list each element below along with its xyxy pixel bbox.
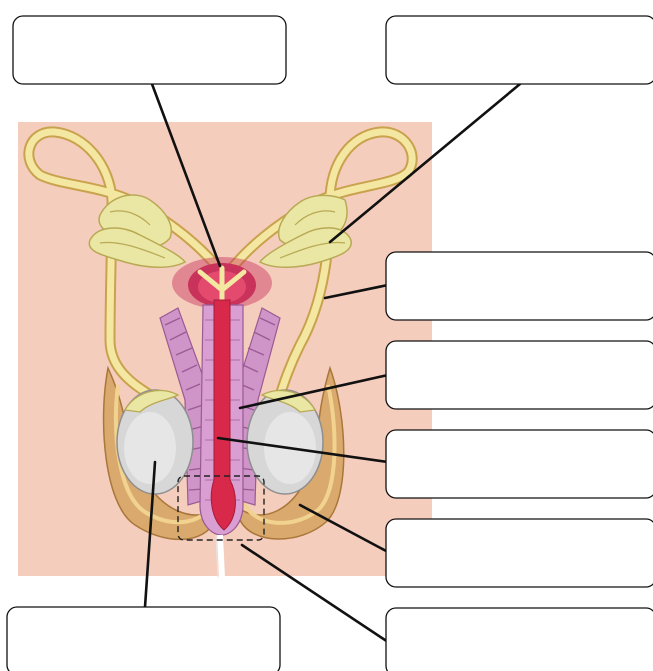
label-box-right-3[interactable] [386, 430, 653, 498]
label-box-right-4[interactable] [386, 519, 653, 587]
label-box-top-left[interactable] [13, 16, 286, 84]
label-box-bottom-right[interactable] [386, 608, 653, 671]
testis-right [247, 390, 323, 494]
label-box-bottom-left[interactable] [7, 607, 280, 671]
label-box-right-2[interactable] [386, 341, 653, 409]
label-box-top-right[interactable] [386, 16, 653, 84]
urethral-opening-stream [220, 535, 222, 578]
label-box-right-1[interactable] [386, 252, 653, 320]
